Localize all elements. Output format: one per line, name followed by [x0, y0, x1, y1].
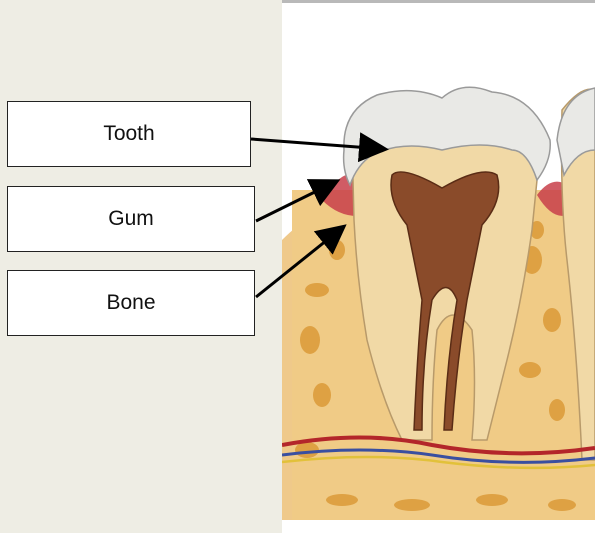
bone-label-box: Bone: [7, 270, 255, 336]
gum-label: Gum: [108, 207, 154, 231]
tooth-cross-section-drawing: [282, 0, 595, 533]
tooth-illustration: [282, 0, 595, 533]
tooth-label: Tooth: [103, 122, 154, 146]
gum-label-box: Gum: [7, 186, 255, 252]
tooth-label-box: Tooth: [7, 101, 251, 167]
bone-label: Bone: [106, 291, 155, 315]
